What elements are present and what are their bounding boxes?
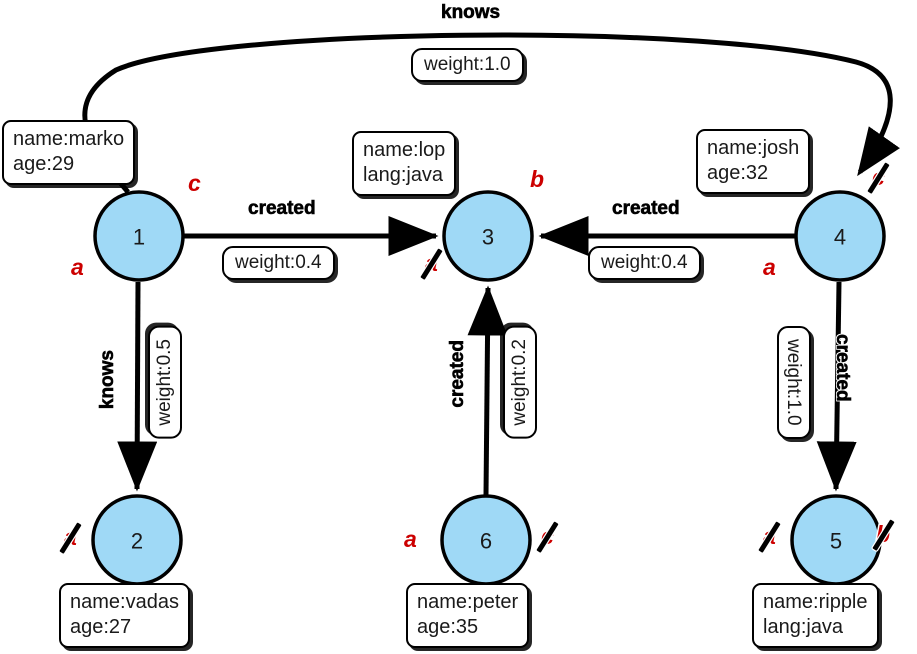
property-line: name:lop (363, 139, 446, 161)
annotation-mark-node-2-a-struck: a (59, 521, 82, 554)
property-line: lang:java (763, 616, 844, 638)
edge-label-created-4-5: created (832, 334, 854, 402)
node-1-label: 1 (133, 225, 145, 250)
property-line: name:peter (417, 591, 519, 613)
node-3-property-box[interactable]: name:lop lang:java (352, 131, 457, 196)
node-4-property-box[interactable]: name:josh age:32 (696, 129, 811, 194)
edge-label-knows-1-4: knows (441, 2, 501, 24)
property-line: name:vadas (70, 591, 179, 613)
node-4[interactable]: 4 (794, 190, 886, 282)
annotation-mark-node-5-a-struck: a (758, 520, 781, 553)
property-line: name:josh (707, 137, 800, 159)
edge-knows-1-2[interactable] (117, 281, 158, 492)
annotation-mark-node-1-c: c (188, 172, 201, 195)
edge-label-created-4-3: created (612, 198, 680, 220)
property-line: name:marko (13, 128, 125, 150)
edge-created-6-3[interactable] (467, 285, 508, 496)
annotation-mark-node-4-a: a (763, 256, 776, 279)
node-2[interactable]: 2 (91, 494, 183, 586)
edge-weight-created-1-3[interactable]: weight:0.4 (222, 246, 335, 280)
node-5-property-box[interactable]: name:ripple lang:java (752, 583, 879, 648)
annotation-mark-node-4-c-struck: c (867, 161, 890, 194)
property-line: lang:java (363, 164, 444, 186)
node-6-label: 6 (480, 529, 492, 554)
edge-weight-knows-1-4[interactable]: weight:1.0 (411, 48, 524, 82)
annotation-letter: a (763, 254, 776, 280)
node-5[interactable]: 5 (790, 494, 882, 586)
edge-knows-1-4[interactable] (82, 32, 900, 194)
annotation-letter: c (188, 170, 201, 196)
annotation-mark-node-6-a: a (404, 528, 417, 551)
edge-weight-knows-1-2[interactable]: weight:0.5 (148, 326, 182, 439)
edge-weight-created-4-5[interactable]: weight:1.0 (777, 326, 811, 439)
edge-label-knows-1-2: knows (97, 350, 119, 410)
property-line: name:ripple (763, 591, 868, 613)
property-line: age:35 (417, 616, 479, 638)
node-2-property-box[interactable]: name:vadas age:27 (59, 583, 190, 648)
node-6-property-box[interactable]: name:peter age:35 (406, 583, 530, 648)
node-6[interactable]: 6 (440, 494, 532, 586)
edge-label-created-1-3: created (248, 198, 316, 220)
edge-weight-created-6-3[interactable]: weight:0.2 (503, 326, 537, 439)
annotation-mark-node-6-c-struck: c (536, 520, 559, 553)
edge-label-created-6-3: created (447, 340, 469, 408)
node-1-property-box[interactable]: name:marko age:29 (2, 120, 136, 185)
annotation-mark-node-1-a: a (71, 256, 84, 279)
edge-created-4-5[interactable] (816, 281, 857, 492)
property-line: age:32 (707, 162, 769, 184)
annotation-letter: a (404, 526, 417, 552)
annotation-letter: b (530, 166, 545, 192)
annotation-letter: a (71, 254, 84, 280)
node-1[interactable]: 1 (93, 190, 185, 282)
property-line: age:27 (70, 616, 132, 638)
node-5-label: 5 (830, 529, 842, 554)
annotation-mark-node-5-b-struck: b (872, 518, 895, 551)
property-line: age:29 (13, 153, 75, 175)
node-2-label: 2 (131, 529, 143, 554)
annotation-mark-node-3-b: b (530, 168, 544, 191)
node-3-label: 3 (482, 225, 494, 250)
node-4-label: 4 (834, 225, 846, 250)
edge-weight-created-4-3[interactable]: weight:0.4 (588, 246, 701, 280)
node-3[interactable]: 3 (442, 190, 534, 282)
annotation-mark-node-3-a-struck: a (420, 247, 443, 280)
